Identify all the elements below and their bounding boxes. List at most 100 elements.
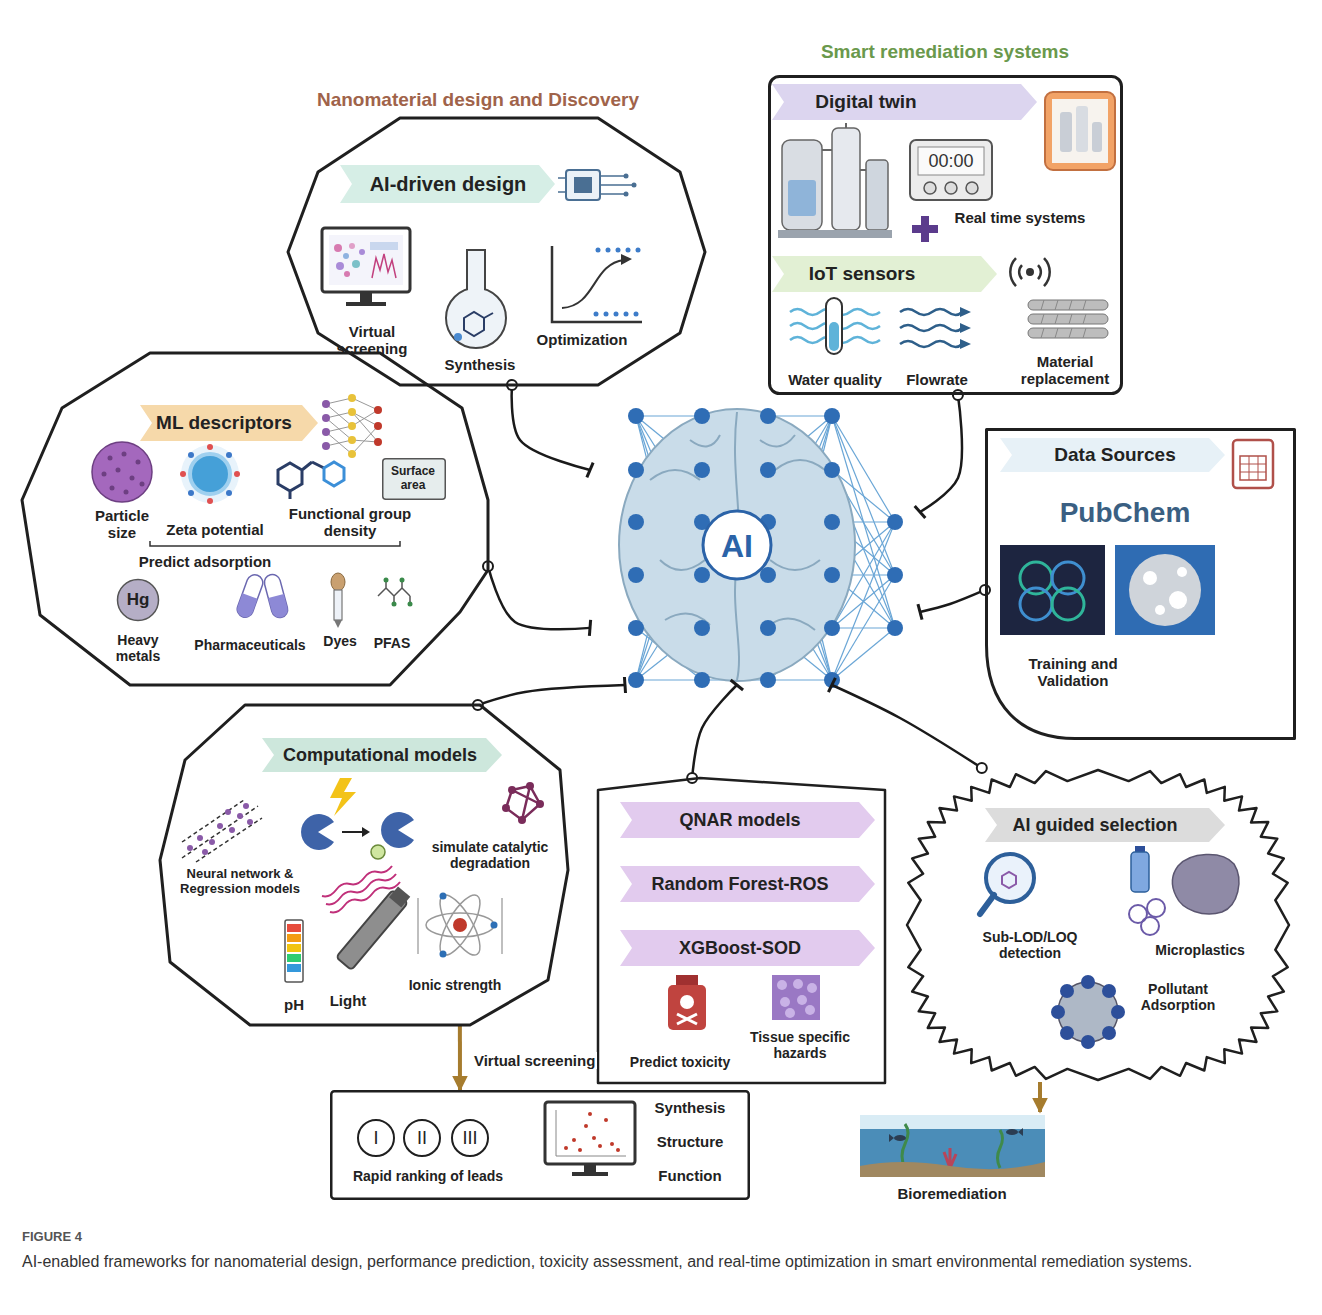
ranking-monitor — [588, 1112, 592, 1116]
ranking-monitor — [572, 1138, 576, 1142]
filter-cartridges — [1041, 300, 1086, 338]
node-text: Surface area — [385, 465, 441, 493]
network-icon — [322, 400, 330, 408]
element-circle-outline — [118, 580, 159, 621]
spreadsheet-icon — [1233, 440, 1273, 488]
wireless-icon — [1026, 268, 1034, 276]
network-icon — [326, 398, 378, 454]
enzyme-icons — [301, 812, 414, 859]
atom-icon — [491, 922, 498, 929]
neural-network — [760, 672, 776, 688]
selection-panel-outline — [907, 770, 1289, 1080]
link-line — [692, 685, 737, 778]
banner-label: IoT sensors — [809, 263, 916, 285]
capsule-icons — [235, 573, 289, 620]
database-image — [1129, 554, 1201, 626]
seabed-image — [944, 1148, 956, 1168]
scatter-plot — [217, 823, 223, 829]
wireless-icon — [1010, 258, 1049, 286]
node-text: Zeta potential — [166, 521, 264, 538]
ai-core-shape — [590, 405, 920, 685]
nanoparticle-icon — [122, 452, 127, 457]
chip-icon — [558, 170, 637, 200]
molecule-icon — [278, 462, 324, 499]
scatter-plot — [243, 803, 249, 809]
model-banner-outline — [620, 802, 875, 838]
optimization-chart — [552, 246, 642, 322]
plant-equipment — [782, 140, 822, 230]
scatter-plot — [225, 809, 231, 815]
zeta-particle-icon — [226, 452, 232, 458]
ph-strip — [285, 920, 303, 982]
atom-icon — [418, 890, 502, 961]
atom-icon — [440, 893, 447, 900]
section-banner: AI-driven design — [340, 165, 555, 203]
spreadsheet-icon — [1233, 440, 1273, 488]
ph-strip — [287, 954, 301, 962]
neural-network — [824, 462, 840, 478]
node-text: Pharmaceuticals — [194, 637, 305, 653]
atom-icon — [426, 913, 494, 937]
dropper-icon — [334, 620, 342, 628]
light-source — [389, 887, 410, 908]
catalyst-network — [526, 782, 534, 790]
nanoparticle-icon — [102, 472, 107, 477]
ranking-monitor — [604, 1118, 608, 1122]
descriptor-box-outline — [383, 459, 446, 500]
pfas-molecule — [408, 602, 413, 607]
optimization-chart — [614, 312, 619, 317]
node-text: Neural network & Regression models — [170, 867, 310, 897]
capsule-icons — [263, 573, 290, 620]
nanoparticle-icon — [136, 460, 141, 465]
dropper-icon — [334, 590, 342, 620]
section-banner: Computational models — [262, 738, 502, 772]
section-banner-outline — [985, 808, 1225, 842]
tablet-icon — [1052, 99, 1108, 163]
node-text: I — [373, 1128, 378, 1149]
optimization-chart — [616, 248, 621, 253]
pfas-molecule — [400, 578, 405, 583]
seabed-image — [860, 1162, 1045, 1177]
network-icon — [348, 450, 356, 458]
node-text: Training and Validation — [1028, 655, 1118, 690]
monitor-icon — [344, 271, 350, 277]
model-banner: XGBoost-SOD — [620, 930, 875, 966]
optimization-chart — [621, 254, 632, 265]
catalyst-network — [502, 804, 510, 812]
design-panel-outline — [288, 118, 705, 385]
monitor-icon — [343, 253, 349, 259]
link-end-bar — [624, 677, 625, 693]
filter-cartridges — [1028, 300, 1108, 310]
seabed-image — [894, 1135, 906, 1141]
ranking-monitor — [578, 1148, 582, 1152]
edge-label: Virtual screening — [472, 1052, 597, 1069]
node-text: Particle size — [82, 507, 162, 542]
section-banner: ML descriptors — [140, 405, 318, 441]
neural-network — [619, 409, 855, 681]
network-icon — [322, 428, 330, 436]
seabed-image — [860, 1115, 1045, 1177]
rank-circle: I — [356, 1118, 396, 1158]
section-title: Smart remediation systems — [821, 41, 1069, 63]
monitor-icon — [329, 235, 403, 285]
nanoparticle-icon — [108, 456, 113, 461]
scatter-plot — [247, 819, 253, 825]
neural-network — [887, 620, 903, 636]
plastic-bottle — [1131, 846, 1149, 892]
enzyme-icons — [381, 812, 414, 848]
zeta-particle-icon — [180, 444, 240, 504]
database-image — [1177, 567, 1187, 577]
neural-network — [768, 679, 832, 680]
dataset-image — [1000, 545, 1105, 635]
tissue-icon — [805, 1005, 815, 1015]
nanoparticle-icon — [130, 476, 135, 481]
enzyme-icons — [342, 831, 364, 833]
magnifier-icon — [1002, 872, 1016, 888]
zeta-particle-icon — [181, 445, 239, 503]
neural-network — [628, 567, 644, 583]
tissue-icon — [777, 980, 787, 990]
ranking-monitor — [564, 1146, 568, 1150]
scatter-plot — [182, 800, 262, 862]
adsorbent-icon — [1051, 975, 1125, 1049]
atom-icon — [440, 951, 447, 958]
